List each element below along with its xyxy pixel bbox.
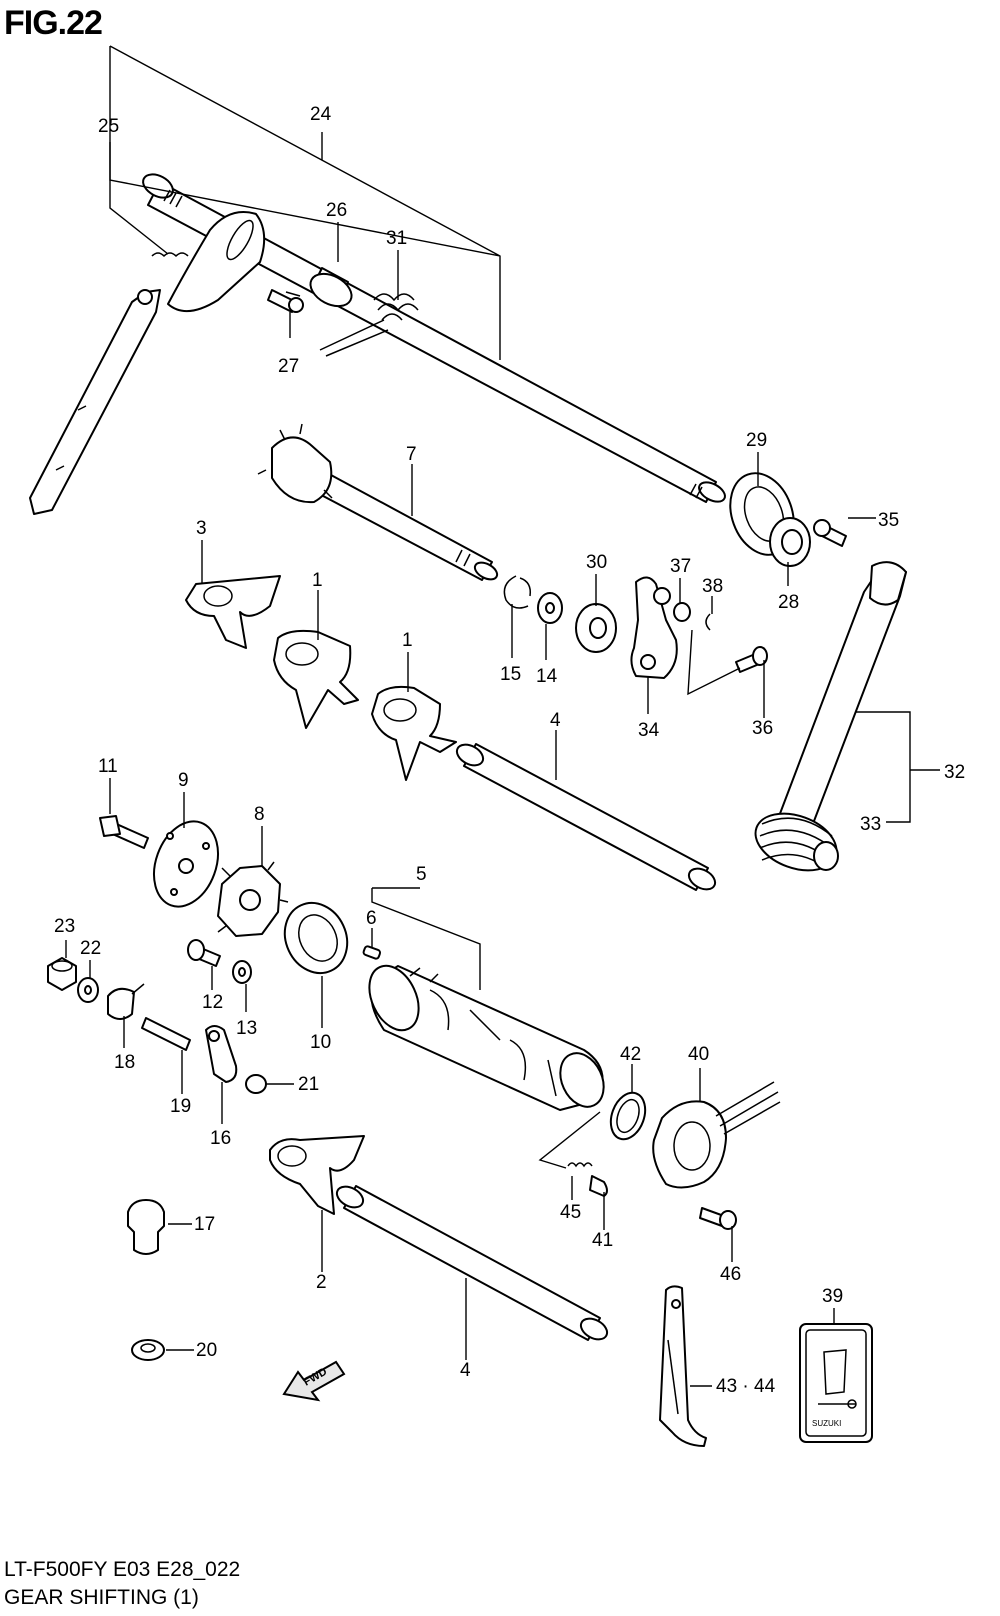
callout-4-lower: 4	[460, 1360, 471, 1381]
callout-13: 13	[236, 1018, 257, 1039]
callout-36: 36	[752, 718, 773, 739]
callout-35: 35	[878, 510, 899, 531]
gearshift-shaft-assembly	[29, 173, 726, 515]
fork-shaft-upper	[455, 743, 717, 891]
washer-13	[232, 960, 252, 984]
callout-1a: 1	[312, 570, 323, 591]
gear-position-switch-40	[652, 1081, 781, 1189]
return-spring-coil	[754, 812, 839, 872]
stopper-arm-16	[205, 1025, 238, 1083]
callout-18: 18	[114, 1052, 135, 1073]
callout-4-upper: 4	[550, 710, 561, 731]
callout-5: 5	[416, 864, 427, 885]
callout-16: 16	[210, 1128, 231, 1149]
bearing-30	[575, 603, 617, 653]
circlip-15	[503, 575, 532, 609]
callout-27: 27	[278, 356, 299, 377]
spring-18	[107, 983, 145, 1020]
callout-15: 15	[500, 664, 521, 685]
shift-cam-stopper-34	[630, 576, 678, 679]
callout-14: 14	[536, 666, 558, 687]
decal-brand-text: SUZUKI	[812, 1419, 841, 1428]
shift-cam-8	[217, 861, 289, 937]
callout-12: 12	[202, 992, 223, 1013]
callout-41: 41	[592, 1230, 613, 1251]
callout-26: 26	[326, 200, 347, 221]
leader-lines	[65, 45, 940, 1387]
callout-22: 22	[80, 938, 101, 959]
shift-drum-5	[368, 964, 605, 1111]
callout-21: 21	[298, 1074, 319, 1095]
washer-22	[77, 977, 99, 1003]
callout-1b: 1	[402, 630, 413, 651]
callout-39: 39	[822, 1286, 843, 1307]
callout-30: 30	[586, 552, 607, 573]
bolt-12	[187, 939, 221, 967]
callout-labels: 25 24 26 31 27 7 29 35 28 3 1 1 30 37 38…	[54, 104, 965, 1397]
callout-33: 33	[860, 814, 881, 835]
callout-11: 11	[98, 756, 118, 777]
callout-8: 8	[254, 804, 265, 825]
callout-6: 6	[366, 908, 377, 929]
screw-46	[699, 1207, 737, 1230]
nut-23	[47, 957, 77, 991]
shift-fork-1b	[371, 685, 457, 781]
bolt-36	[735, 646, 768, 673]
callout-31: 31	[386, 228, 407, 249]
shift-fork-3	[185, 575, 281, 649]
bearing-10	[283, 901, 349, 975]
callout-34: 34	[638, 720, 660, 741]
clip-38	[705, 613, 711, 631]
plug-17	[127, 1199, 165, 1255]
washer-21	[245, 1074, 267, 1094]
shaft-19	[141, 1017, 191, 1051]
callout-2: 2	[316, 1272, 327, 1293]
washer-20	[131, 1339, 165, 1361]
callout-17: 17	[194, 1214, 215, 1235]
callout-29: 29	[746, 430, 767, 451]
shift-fork-1a	[273, 629, 359, 729]
cam-plate-9	[153, 820, 219, 908]
washer-37	[673, 602, 691, 622]
washer-14	[537, 592, 563, 624]
shift-drum-shaft	[257, 423, 499, 581]
callout-25: 25	[98, 116, 119, 137]
clamp-43-44	[659, 1285, 707, 1447]
model-code: LT-F500FY E03 E28_022	[4, 1558, 241, 1581]
callout-3: 3	[196, 518, 207, 539]
callout-46: 46	[720, 1264, 741, 1285]
gear-shift-decal-39: SUZUKI	[799, 1323, 873, 1443]
callout-45: 45	[560, 1202, 581, 1223]
callout-38: 38	[702, 576, 723, 597]
callout-32: 32	[944, 762, 965, 783]
callout-7: 7	[406, 444, 417, 465]
spring-45	[567, 1162, 593, 1168]
figure-title: FIG.22	[4, 4, 103, 42]
o-ring-42	[609, 1091, 647, 1141]
callout-20: 20	[196, 1340, 217, 1361]
fork-shaft-lower	[335, 1185, 609, 1341]
forward-direction-arrow: FWD	[282, 1360, 346, 1402]
callout-37: 37	[670, 556, 691, 577]
bolt-11	[99, 815, 149, 849]
callout-23: 23	[54, 916, 75, 937]
callout-42: 42	[620, 1044, 641, 1065]
callout-43-44: 43 · 44	[716, 1376, 776, 1397]
callout-10: 10	[310, 1032, 331, 1053]
pin-6	[362, 945, 382, 960]
section-name: GEAR SHIFTING (1)	[4, 1586, 199, 1609]
callout-24: 24	[310, 104, 332, 125]
callout-19: 19	[170, 1096, 191, 1117]
callout-28: 28	[778, 592, 799, 613]
callout-9: 9	[178, 770, 189, 791]
callout-40: 40	[688, 1044, 709, 1065]
shift-fork-2	[269, 1135, 365, 1215]
shift-pedal-assembly	[729, 472, 907, 872]
